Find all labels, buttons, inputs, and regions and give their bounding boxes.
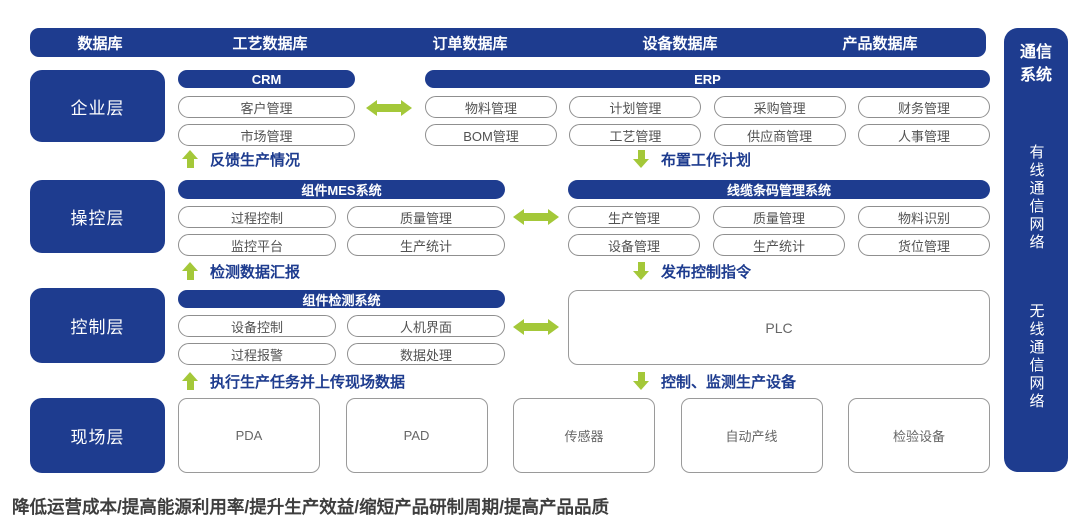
pill-plan-mgmt: 计划管理	[569, 96, 702, 118]
mes-header: 组件MES系统	[178, 180, 505, 199]
wired-network-label: 有线通信网络	[1027, 144, 1045, 253]
topbar-label-device-database: 设备数据库	[642, 35, 718, 52]
device-pda: PDA	[178, 398, 320, 473]
erp-pills: 物料管理 BOM管理 计划管理 工艺管理 采购管理 供应商管理 财务管理 人事管…	[425, 96, 990, 146]
down-arrow-icon	[633, 149, 649, 169]
pill-process-alarm: 过程报警	[178, 343, 336, 365]
device-pad: PAD	[345, 398, 488, 473]
detect-plc-double-arrow-icon	[513, 319, 559, 335]
database-bar: 数据库 工艺数据库 订单数据库 设备数据库 产品数据库	[30, 28, 986, 57]
cable-barcode-header: 线缆条码管理系统	[568, 180, 990, 199]
pill-hmi: 人机界面	[347, 315, 505, 337]
communication-networks: 有线通信网络 无线通信网络	[1026, 87, 1047, 462]
up-arrow-icon	[182, 261, 198, 281]
pill-hr-mgmt: 人事管理	[857, 124, 990, 146]
pill-quality-mgmt: 质量管理	[347, 206, 505, 228]
mes-pills: 过程控制 监控平台 质量管理 生产统计	[178, 206, 505, 256]
pill-monitor-platform: 监控平台	[178, 234, 336, 256]
pill-material-id: 物料识别	[858, 206, 990, 228]
flow-report: 检测数据汇报	[182, 260, 300, 282]
field-device-row: PDA PAD 传感器 自动产线 检验设备	[178, 398, 990, 473]
flow-feedback: 反馈生产情况	[182, 148, 300, 170]
pill-device-control: 设备控制	[178, 315, 336, 337]
pill-finance-mgmt: 财务管理	[857, 96, 990, 118]
topbar-label-product-database: 产品数据库	[842, 35, 918, 52]
pill-process-control: 过程控制	[178, 206, 336, 228]
benefits-tagline: 降低运营成本/提高能源利用率/提升生产效益/缩短产品研制周期/提高产品品质	[12, 497, 609, 517]
erp-group: ERP 物料管理 BOM管理 计划管理 工艺管理 采购管理 供应商管理 财务管理…	[425, 70, 990, 146]
flow-feedback-label: 反馈生产情况	[210, 151, 301, 169]
plc-box: PLC	[568, 290, 990, 365]
cable-barcode-group: 线缆条码管理系统 生产管理 设备管理 质量管理 生产统计 物料识别 货位管理	[568, 180, 990, 256]
down-arrow-icon	[633, 371, 649, 391]
topbar-label-database: 数据库	[77, 35, 123, 52]
device-inspection-equip: 检验设备	[848, 398, 990, 473]
pill-purchase-mgmt: 采购管理	[713, 96, 846, 118]
pill-data-processing: 数据处理	[347, 343, 505, 365]
mes-group: 组件MES系统 过程控制 监控平台 质量管理 生产统计	[178, 180, 505, 256]
crm-pills: 客户管理 市场管理	[178, 96, 355, 146]
flow-plan-label: 布置工作计划	[661, 151, 752, 169]
flow-monitor: 控制、监测生产设备	[633, 370, 796, 392]
pill-quality-mgmt-2: 质量管理	[713, 206, 845, 228]
mes-cable-double-arrow-icon	[513, 209, 559, 225]
flow-plan: 布置工作计划	[633, 148, 751, 170]
flow-monitor-label: 控制、监测生产设备	[661, 373, 797, 391]
component-detect-header: 组件检测系统	[178, 290, 505, 308]
layer-field: 现场层	[30, 398, 165, 473]
layer-control: 控制层	[30, 288, 165, 363]
layer-enterprise: 企业层	[30, 70, 165, 142]
device-sensor: 传感器	[513, 398, 655, 473]
crm-erp-double-arrow-icon	[366, 100, 412, 116]
pill-market-mgmt: 市场管理	[178, 124, 355, 146]
pill-material-mgmt: 物料管理	[425, 96, 557, 118]
pill-process-mgmt: 工艺管理	[569, 124, 702, 146]
pill-storage-mgmt: 货位管理	[858, 234, 990, 256]
cable-pills: 生产管理 设备管理 质量管理 生产统计 物料识别 货位管理	[568, 206, 990, 256]
flow-report-label: 检测数据汇报	[210, 263, 301, 281]
pill-production-stats: 生产统计	[347, 234, 505, 256]
topbar-label-process-database: 工艺数据库	[232, 35, 308, 52]
communication-sidebar: 通信系统 有线通信网络 无线通信网络	[1004, 28, 1068, 472]
device-auto-line: 自动产线	[680, 398, 823, 473]
component-detect-group: 组件检测系统 设备控制 过程报警 人机界面 数据处理	[178, 290, 505, 365]
crm-header: CRM	[178, 70, 355, 88]
up-arrow-icon	[182, 371, 198, 391]
crm-group: CRM 客户管理 市场管理	[178, 70, 355, 146]
flow-command-label: 发布控制指令	[661, 263, 752, 281]
flow-command: 发布控制指令	[633, 260, 751, 282]
pill-bom-mgmt: BOM管理	[425, 124, 557, 146]
pill-equipment-mgmt: 设备管理	[568, 234, 700, 256]
layer-operation: 操控层	[30, 180, 165, 253]
topbar-label-order-database: 订单数据库	[432, 35, 508, 52]
flow-execute: 执行生产任务并上传现场数据	[182, 370, 405, 392]
pill-supplier-mgmt: 供应商管理	[713, 124, 846, 146]
pill-customer-mgmt: 客户管理	[178, 96, 355, 118]
wireless-network-label: 无线通信网络	[1027, 303, 1045, 412]
pill-production-stats-2: 生产统计	[713, 234, 845, 256]
up-arrow-icon	[182, 149, 198, 169]
pill-production-mgmt: 生产管理	[568, 206, 700, 228]
flow-execute-label: 执行生产任务并上传现场数据	[210, 373, 406, 391]
down-arrow-icon	[633, 261, 649, 281]
communication-system-title: 通信系统	[1019, 44, 1052, 85]
erp-header: ERP	[425, 70, 990, 88]
detect-pills: 设备控制 过程报警 人机界面 数据处理	[178, 315, 505, 365]
